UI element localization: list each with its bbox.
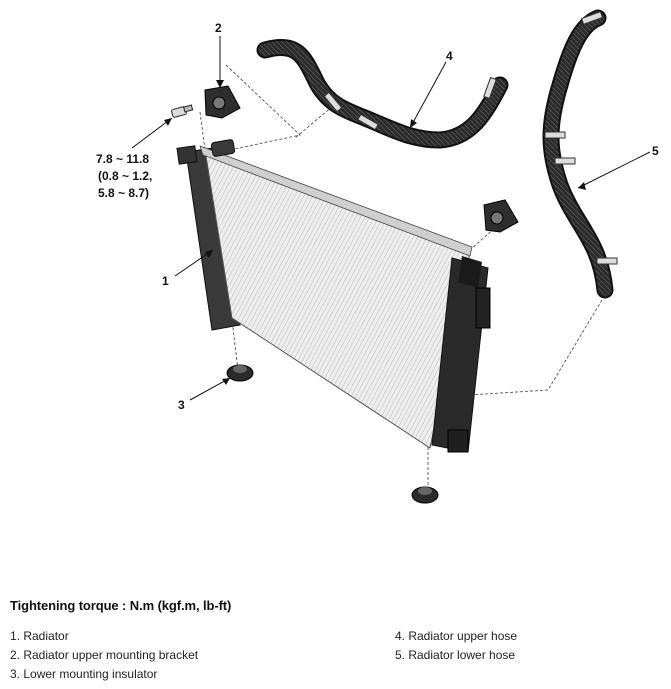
- legend-item: 1. Radiator: [10, 629, 69, 643]
- legend-item: 5. Radiator lower hose: [395, 648, 516, 662]
- torque-spec-line-2: (0.8 ~ 1.2,: [98, 169, 152, 183]
- lower-mounting-insulator: [226, 364, 439, 504]
- radiator-upper-hose: [256, 38, 509, 149]
- callout-5: 5: [652, 144, 659, 158]
- legend-column-left: 1. Radiator 2. Radiator upper mounting b…: [10, 627, 198, 684]
- legend-item: 2. Radiator upper mounting bracket: [10, 648, 199, 662]
- arrowheads: [164, 80, 586, 385]
- mounting-bolt: [171, 104, 194, 118]
- torque-spec-line-1: 7.8 ~ 11.8: [96, 152, 149, 166]
- legend-item: 3. Lower mounting insulator: [10, 667, 158, 681]
- upper-mounting-bracket: [204, 85, 519, 233]
- legend-item: 4. Radiator upper hose: [395, 629, 518, 643]
- radiator: [176, 139, 491, 453]
- callout-1: 1: [162, 274, 169, 288]
- radiator-exploded-diagram: 1 2 3 4 5 7.8 ~ 11.8 (0.8 ~ 1.2, 5.8 ~ 8…: [96, 9, 659, 504]
- radiator-lower-hose: [542, 9, 618, 299]
- torque-spec-line-3: 5.8 ~ 8.7): [98, 186, 149, 200]
- parts-legend: 1. Radiator 2. Radiator upper mounting b…: [10, 627, 660, 687]
- callout-2: 2: [215, 21, 222, 35]
- callout-3: 3: [178, 398, 185, 412]
- callout-4: 4: [446, 49, 453, 63]
- caption-title: Tightening torque : N.m (kgf.m, lb-ft): [10, 598, 232, 613]
- legend-column-right: 4. Radiator upper hose 5. Radiator lower…: [395, 627, 517, 665]
- caption: Tightening torque : N.m (kgf.m, lb-ft) 1…: [10, 598, 660, 687]
